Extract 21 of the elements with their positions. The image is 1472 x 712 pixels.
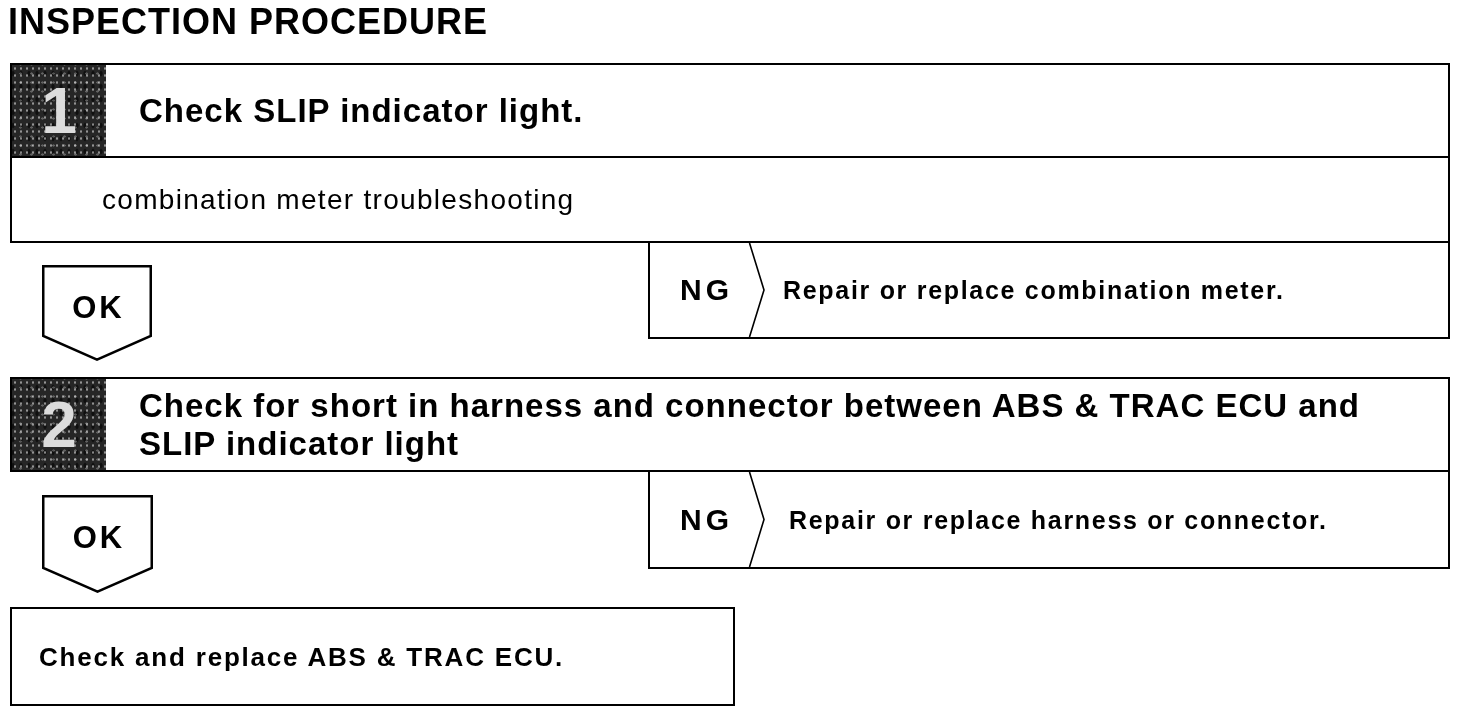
result-label: NG — [680, 502, 733, 537]
step-number-badge: 1 — [12, 65, 106, 156]
note-box — [10, 156, 1450, 243]
step-box — [10, 377, 1450, 472]
result-label: OK — [71, 521, 126, 555]
step-box — [10, 63, 1450, 158]
action-text: Repair or replace harness or connector. — [789, 504, 1328, 535]
step-number-badge: 2 — [12, 379, 106, 470]
action-text: Repair or replace combination meter. — [783, 275, 1285, 305]
note-text: combination meter troubleshooting — [102, 183, 575, 216]
down-arrow-shape — [42, 495, 153, 593]
step-heading: Check SLIP indicator light. — [139, 91, 584, 130]
result-label: OK — [71, 291, 125, 325]
result-box — [648, 241, 1450, 339]
action-box — [10, 607, 735, 706]
result-box — [648, 470, 1450, 569]
result-label: NG — [680, 273, 733, 307]
step-heading: Check for short in harness and connector between ABS & TRAC ECU and SLIP indicator light — [139, 386, 1361, 463]
down-arrow-shape — [42, 265, 152, 361]
action-text: Check and replace ABS & TRAC ECU. — [39, 641, 565, 672]
diagram-title: INSPECTION PROCEDURE — [8, 2, 489, 42]
